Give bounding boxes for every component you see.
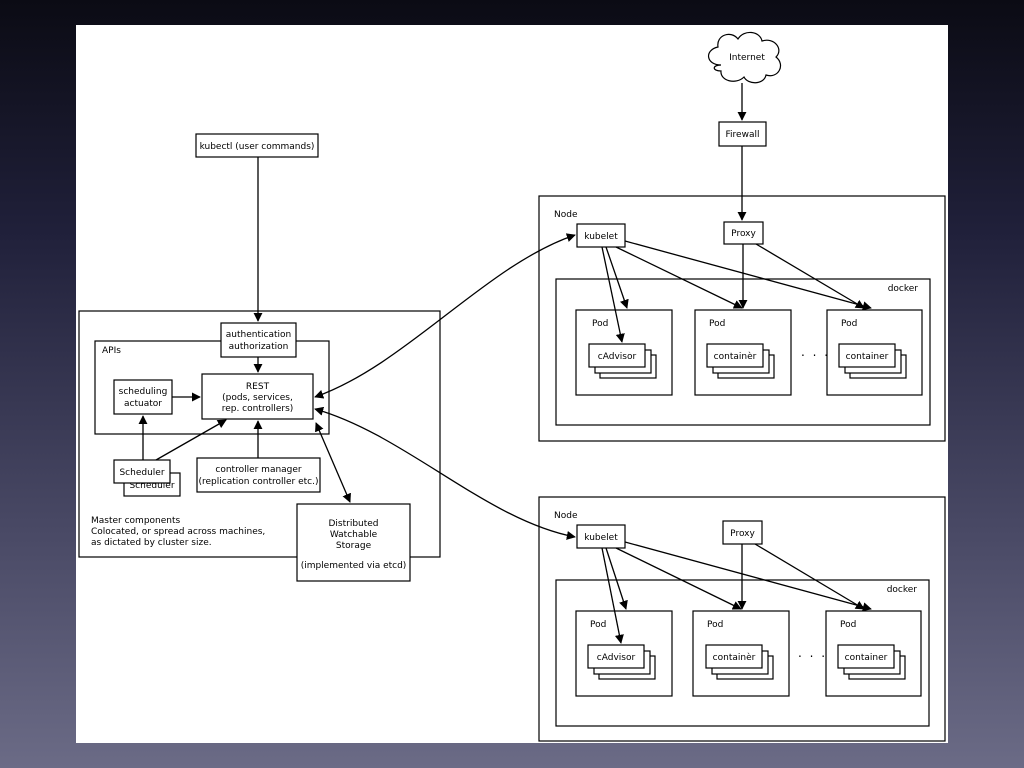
node-2-cadvisor-box: [587, 644, 645, 669]
ctrl-mgr-label-2: (replication controller etc.): [198, 477, 318, 487]
apis-label: APIs: [102, 346, 121, 356]
storage-label-1: Distributed: [328, 519, 378, 529]
node-2-kubelet-box: [576, 524, 626, 549]
node-2-ellipsis: . . .: [798, 646, 827, 660]
node-1-pod-2-label: Pod: [709, 319, 725, 329]
node-1-cadvisor-box: [588, 343, 646, 368]
ctrl-mgr-label-1: controller manager: [215, 465, 302, 475]
kubectl-label: kubectl (user commands): [200, 142, 315, 152]
storage-box: Distributed Watchable Storage (implement…: [296, 503, 411, 582]
node-1-ellipsis: . . .: [801, 345, 830, 359]
node-1-cadvisor-label: cAdvisor: [598, 352, 637, 362]
node-1: Node kubelet Proxy docker Pod cAdvisor P…: [538, 195, 946, 442]
master-description: Master components Colocated, or spread a…: [91, 516, 265, 548]
edges: [138, 83, 872, 644]
master-label-2: Colocated, or spread across machines,: [91, 527, 265, 537]
master-label-1: Master components: [91, 516, 181, 526]
rest-box: REST (pods, services, rep. controllers): [201, 373, 314, 420]
node-1-docker-label: docker: [888, 284, 919, 294]
storage-label-2: Watchable: [330, 530, 378, 540]
sched-act-label-2: actuator: [124, 399, 162, 409]
auth-label-1: authentication: [226, 330, 291, 340]
node-2-cadvisor-label: cAdvisor: [597, 653, 636, 663]
node-2-docker-label: docker: [887, 585, 918, 595]
rest-label-3: rep. controllers): [222, 404, 294, 414]
node-2-kubelet-label: kubelet: [584, 533, 618, 543]
auth-box: authentication authorization: [220, 322, 297, 358]
node-1-container-3-label: container: [846, 352, 889, 362]
rest-label-1: REST: [246, 382, 270, 392]
node-2-pod-1-label: Pod: [590, 620, 606, 630]
storage-label-4: (implemented via etcd): [301, 561, 407, 571]
sched-act-label-1: scheduling: [119, 387, 168, 397]
node-2-proxy-label: Proxy: [730, 529, 755, 539]
node-2-container-2-label: containèr: [713, 652, 756, 663]
node-1-kubelet-box: [576, 223, 626, 248]
internet-cloud: Internet: [708, 31, 781, 84]
node-2-frame: [538, 496, 946, 742]
scheduling-actuator-box: scheduling actuator: [113, 379, 173, 415]
firewall-box: Firewall: [718, 121, 767, 147]
architecture-diagram: Internet Firewall kubectl (user commands…: [78, 31, 946, 742]
node-2-label: Node: [554, 511, 578, 521]
node-2-container-2-box: [705, 644, 763, 669]
node-2-pod-2-label: Pod: [707, 620, 723, 630]
slide: Internet Firewall kubectl (user commands…: [76, 25, 948, 743]
node-2-container-3-label: container: [845, 653, 888, 663]
auth-label-2: authorization: [229, 342, 289, 352]
master-label-3: as dictated by cluster size.: [91, 538, 212, 548]
kubectl-box: kubectl (user commands): [195, 133, 319, 158]
node-1-container-2-label: containèr: [714, 351, 757, 362]
scheduler-label: Scheduler: [119, 468, 164, 478]
rest-label-2: (pods, services,: [222, 393, 293, 403]
scheduler-box: Scheduler Scheduler: [113, 459, 181, 497]
node-1-container-3-box: [838, 343, 896, 368]
node-1-proxy-label: Proxy: [731, 229, 756, 239]
storage-label-3: Storage: [336, 541, 372, 551]
scheduler-back-label: Scheduler: [129, 481, 174, 491]
controller-manager-box: controller manager (replication controll…: [196, 457, 321, 493]
firewall-label: Firewall: [726, 130, 760, 140]
node-2-container-3-box: [837, 644, 895, 669]
node-1-kubelet-label: kubelet: [584, 232, 618, 242]
node-2: Node kubelet Proxy docker Pod cAdvisor P…: [538, 496, 946, 742]
node-1-pod-3-label: Pod: [841, 319, 857, 329]
node-2-pod-3-label: Pod: [840, 620, 856, 630]
node-1-label: Node: [554, 210, 578, 220]
node-1-container-2-box: [706, 343, 764, 368]
node-1-pod-1-label: Pod: [592, 319, 608, 329]
internet-label: Internet: [729, 53, 765, 63]
